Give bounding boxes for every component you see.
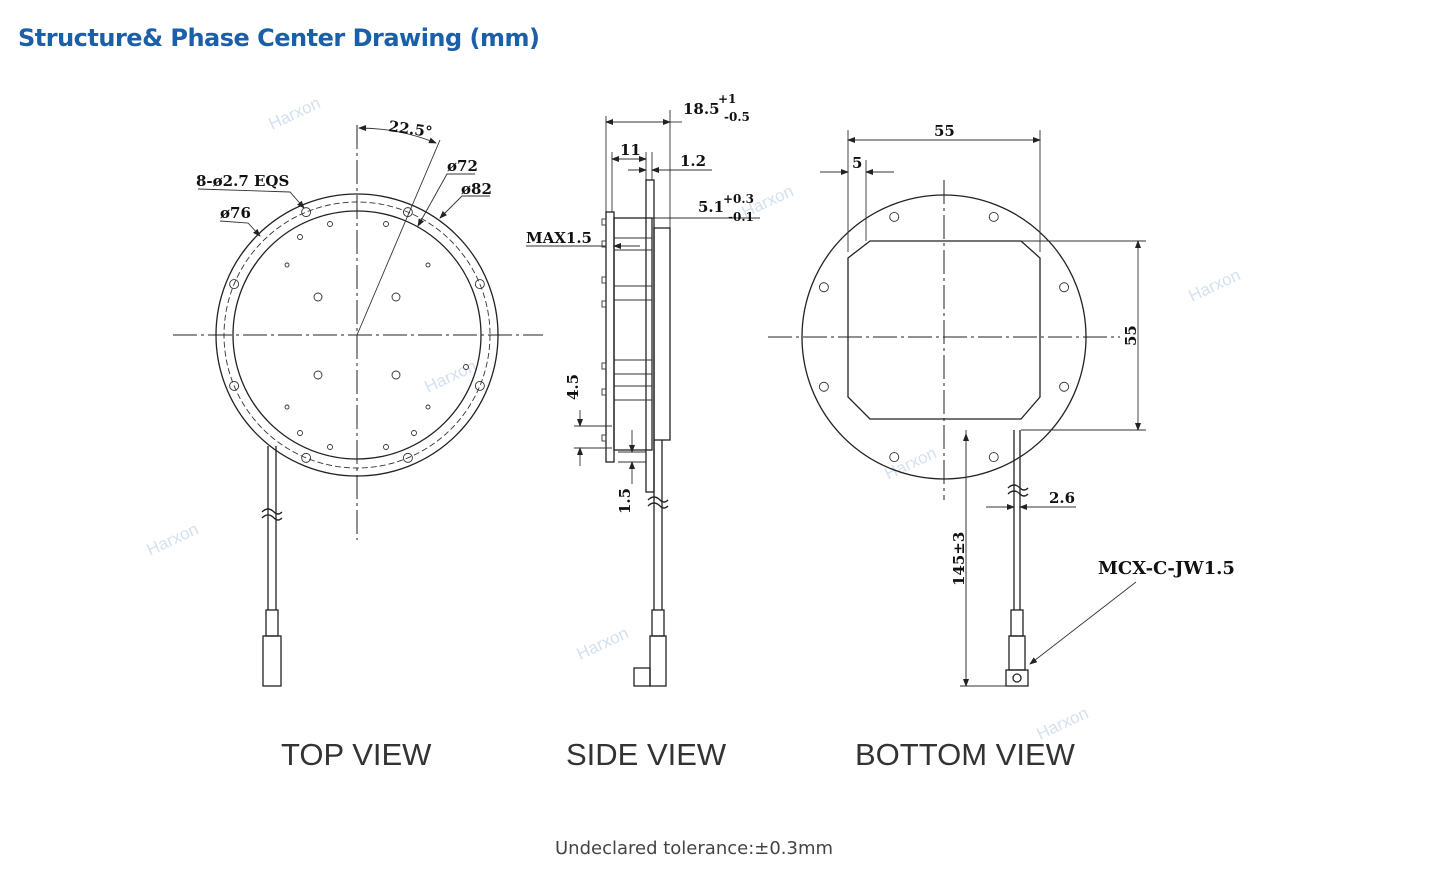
d15-label: 1.5	[616, 488, 634, 514]
side-stud	[601, 434, 607, 442]
side-stud	[601, 300, 607, 308]
d72-label: ø72	[447, 157, 478, 175]
mounting-hole	[889, 452, 900, 463]
mounting-hole	[474, 380, 485, 391]
svg-text:+1: +1	[718, 92, 736, 106]
ground-plate	[847, 240, 1041, 420]
feed-point	[284, 262, 290, 268]
feed-point	[327, 221, 333, 227]
mounting-hole	[474, 279, 485, 290]
bottom-view: 55 5 55 2.6 145±3 MCX-C-JW1.5 BOTTOM VIE…	[768, 122, 1235, 772]
svg-text:Harxon: Harxon	[144, 519, 202, 559]
mounting-hole	[988, 452, 999, 463]
d76-label: ø76	[220, 204, 251, 222]
svg-text:Harxon: Harxon	[882, 443, 940, 483]
bottom-view-label: BOTTOM VIEW	[855, 737, 1076, 772]
angle-label: 22.5°	[387, 117, 433, 141]
max15-label: MAX1.5	[526, 229, 592, 247]
svg-text:+0.3: +0.3	[723, 192, 754, 206]
feed-point	[313, 292, 323, 302]
mounting-hole	[402, 452, 413, 463]
top-view: 22.5° 8-ø2.7 EQS ø76 ø72 ø82 TOP VIEW	[173, 117, 543, 772]
mounting-hole	[301, 207, 312, 218]
mounting-hole	[402, 207, 413, 218]
feed-point	[327, 444, 333, 450]
mounting-hole	[229, 380, 240, 391]
feed-point	[383, 444, 389, 450]
d12-label: 1.2	[680, 152, 706, 170]
mounting-hole	[889, 211, 900, 222]
feed-point	[463, 364, 469, 370]
side-stud	[601, 388, 607, 396]
cable-dia-label: 2.6	[1049, 489, 1075, 507]
watermarks: Harxon Harxon Harxon Harxon Harxon Harxo…	[144, 93, 1244, 743]
feed-point	[411, 430, 417, 436]
svg-text:Harxon: Harxon	[1186, 265, 1244, 305]
tolerance-note: Undeclared tolerance:±0.3mm	[555, 838, 834, 859]
top-view-label: TOP VIEW	[281, 737, 432, 772]
offset-label: 5	[852, 154, 862, 172]
mounting-hole	[818, 282, 829, 293]
mounting-hole	[818, 381, 829, 392]
mounting-hole	[988, 211, 999, 222]
side-view: 18.5 +1 -0.5 11 1.2 5.1 +0.3 -0.1 MAX1.5	[526, 92, 760, 772]
d11-label: 11	[620, 141, 641, 159]
side-stud	[601, 276, 607, 284]
feed-point	[383, 221, 389, 227]
feed-point	[425, 404, 431, 410]
thickness-label: 18.5	[683, 100, 720, 118]
page-title: Structure& Phase Center Drawing (mm)	[18, 24, 540, 52]
side-stud	[601, 362, 607, 370]
width-label: 55	[934, 122, 955, 140]
d51-label: 5.1	[698, 198, 724, 216]
feed-point	[284, 404, 290, 410]
connector-label: MCX-C-JW1.5	[1098, 558, 1235, 579]
mounting-hole	[1059, 381, 1070, 392]
feed-point	[391, 292, 401, 302]
svg-text:Harxon: Harxon	[574, 623, 632, 663]
feed-point	[297, 430, 303, 436]
feed-point	[313, 370, 323, 380]
height-label: 55	[1122, 325, 1140, 346]
svg-text:-0.1: -0.1	[728, 210, 754, 224]
svg-text:Harxon: Harxon	[422, 356, 480, 396]
cable-len-label: 145±3	[950, 532, 968, 586]
side-view-label: SIDE VIEW	[566, 737, 727, 772]
feed-point	[391, 370, 401, 380]
d82-label: ø82	[461, 180, 492, 198]
side-stud	[601, 240, 607, 248]
mounting-hole	[1059, 282, 1070, 293]
side-stud	[601, 218, 607, 226]
mounting-hole	[301, 452, 312, 463]
feed-point	[297, 234, 303, 240]
d45-label: 4.5	[564, 374, 582, 400]
feed-point	[425, 262, 431, 268]
svg-text:Harxon: Harxon	[266, 93, 324, 133]
holes-label: 8-ø2.7 EQS	[196, 172, 289, 190]
mounting-hole	[229, 279, 240, 290]
svg-text:-0.5: -0.5	[724, 110, 750, 124]
